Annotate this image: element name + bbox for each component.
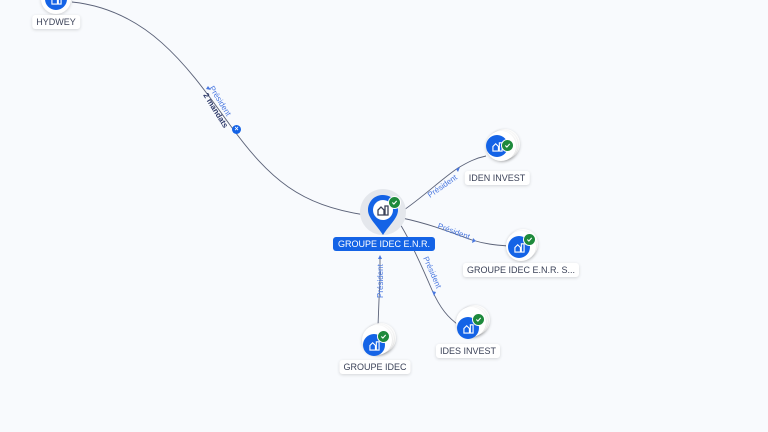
verified-check-icon [523,233,536,246]
edge-label-gie: Président [436,221,472,241]
arrow-gidec [378,255,382,259]
edge-gie [401,217,509,247]
verified-check-icon [377,330,390,343]
arrow-hydwey [206,86,211,90]
verified-check-icon [388,196,401,209]
verified-check-icon [472,313,485,326]
node-label: GROUPE IDEC E.N.R. [332,237,436,251]
arrow-ides [432,291,436,296]
arrow-iden [456,167,460,172]
verified-check-icon [501,139,514,152]
node-label: HYDWEY [32,15,80,29]
edge-label-gidec: Président [376,263,385,298]
edge-gidec [377,258,381,327]
edge-label-iden: Président [426,172,459,199]
edge-hydwey [71,1,366,216]
arrow-gie [472,238,476,243]
node-label: IDES INVEST [435,344,501,358]
node-label: IDEN INVEST [464,171,530,185]
collapse-mandates-button[interactable]: × [232,125,241,134]
node-label: GROUPE IDEC E.N.R. S... [462,263,580,277]
node-label: GROUPE IDEC [339,360,411,374]
building-icon [45,0,67,10]
